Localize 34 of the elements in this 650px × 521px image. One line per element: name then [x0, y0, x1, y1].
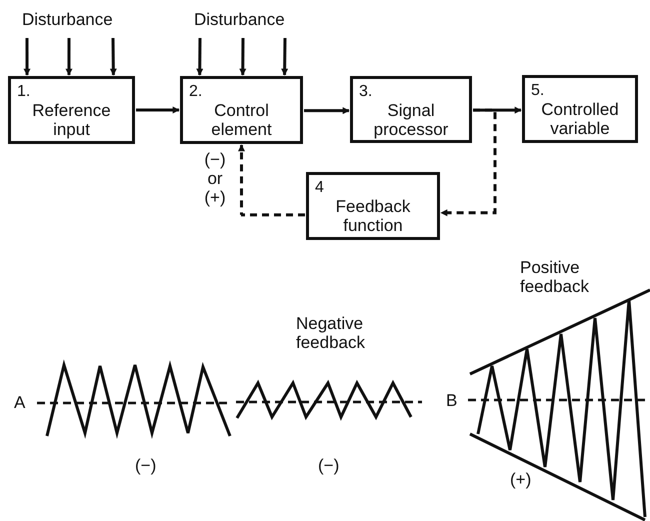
caption: Positive feedback: [520, 258, 590, 296]
box-number: 2.: [189, 83, 202, 101]
sign-label: (+): [510, 470, 532, 489]
arrow: [281, 38, 288, 76]
arrow: [304, 107, 350, 114]
axis-letter: A: [14, 393, 26, 412]
dashed-arrow: [238, 144, 305, 216]
caption: Negative feedback: [296, 314, 366, 352]
process-box: [350, 76, 472, 143]
process-box: [8, 76, 135, 144]
disturbance-label: Disturbance: [22, 10, 113, 29]
dashed-arrow: [440, 108, 496, 216]
arrow: [239, 38, 246, 76]
box-label: Reference input: [31, 101, 112, 139]
box-number: 4: [315, 179, 324, 197]
arrow: [24, 38, 31, 76]
box-label: Feedback function: [334, 197, 412, 235]
sign-label: (−): [318, 456, 340, 475]
process-box: [180, 76, 303, 144]
arrow: [136, 106, 180, 114]
disturbance-label: Disturbance: [194, 10, 285, 29]
box-label: Controlled variable: [540, 100, 620, 138]
process-box: [306, 172, 440, 240]
box-label: Control element: [210, 101, 273, 139]
arrow: [65, 38, 72, 76]
box-number: 3.: [359, 83, 372, 101]
arrow: [196, 38, 204, 76]
box-number: 5.: [531, 82, 544, 100]
arrow: [110, 38, 117, 76]
box-label: Signal processor: [372, 101, 450, 139]
process-box: [522, 75, 638, 143]
sign-label: (−): [135, 456, 156, 475]
axis-letter: B: [446, 391, 458, 410]
box-number: 1.: [17, 83, 30, 101]
